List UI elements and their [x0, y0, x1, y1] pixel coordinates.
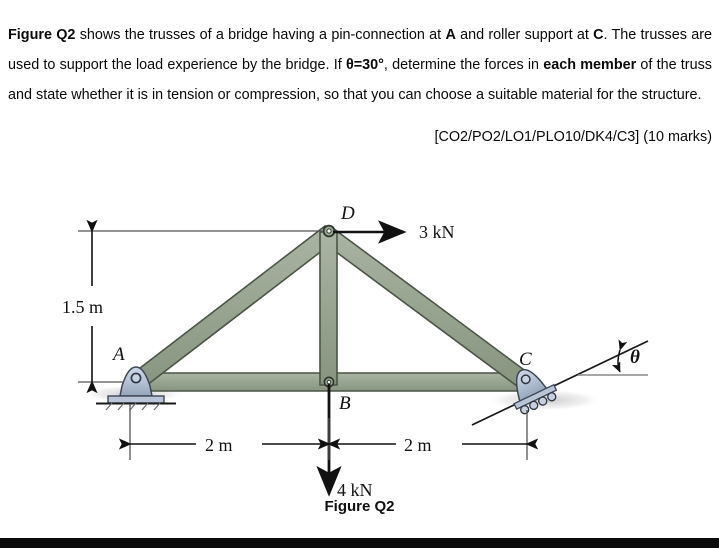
figure-caption: Figure Q2 — [324, 498, 395, 515]
dimension-span-group: 2 m 2 m — [118, 404, 539, 460]
member-bd — [319, 231, 338, 386]
support-a-hatching — [105, 402, 161, 411]
statement-text-2: and roller support at — [455, 27, 594, 44]
member-dc — [318, 224, 533, 391]
load-3kn-group: 3 kN — [333, 220, 455, 244]
dim-height-label: 1.5 m — [62, 297, 103, 317]
dimension-height-group: 1.5 m — [62, 219, 322, 394]
load-3kn-label: 3 kN — [419, 222, 455, 242]
support-a-pin-hole — [130, 372, 142, 384]
member-ad — [125, 224, 338, 394]
load-4kn-group: 4 kN — [316, 384, 373, 500]
figure-reference-bold: Figure Q2 — [8, 27, 76, 44]
joint-label-d: D — [340, 203, 355, 224]
joint-label-c: C — [519, 349, 532, 370]
support-c-rollers — [520, 392, 557, 415]
joint-d-pin-center — [326, 228, 332, 234]
theta-condition: θ=30° — [345, 57, 384, 74]
theta-label: θ — [630, 347, 640, 368]
statement-text-1: shows the trusses of a bridge having a p… — [75, 27, 446, 44]
joint-label-b: B — [339, 393, 351, 414]
joint-label-a: A — [111, 344, 125, 365]
support-c-pin-hole — [520, 374, 531, 385]
dim-span-left-label: 2 m — [205, 435, 233, 455]
theta-arc — [611, 339, 628, 373]
load-4kn-label: 4 kN — [337, 480, 373, 500]
point-label-a: A — [445, 27, 456, 44]
learning-outcome-code: [CO2/PO2/LO1/PLO10/DK4/C3] (10 marks) — [434, 129, 712, 145]
dim-span-right-label: 2 m — [404, 435, 432, 455]
statement-text-5: of the truss and state whether it is in … — [8, 57, 712, 104]
support-c-base-plate — [513, 383, 558, 410]
support-a-pin — [96, 366, 176, 411]
statement-text-4: , determine the forces in — [383, 57, 544, 74]
each-member-emphasis: each member — [543, 57, 637, 74]
joint-b-pin-center — [326, 379, 332, 385]
truss-figure: θ D A B C 3 kN 4 kN — [0, 160, 719, 520]
truss-members — [125, 224, 533, 394]
statement-text-3: . The trusses are used to support the lo… — [8, 27, 712, 74]
point-label-c: C — [593, 27, 604, 44]
bottom-black-bar — [0, 538, 719, 548]
problem-statement: Figure Q2 shows the trusses of a bridge … — [8, 20, 712, 110]
angle-theta-group: θ — [578, 339, 648, 376]
support-a-base-plate — [107, 395, 165, 404]
